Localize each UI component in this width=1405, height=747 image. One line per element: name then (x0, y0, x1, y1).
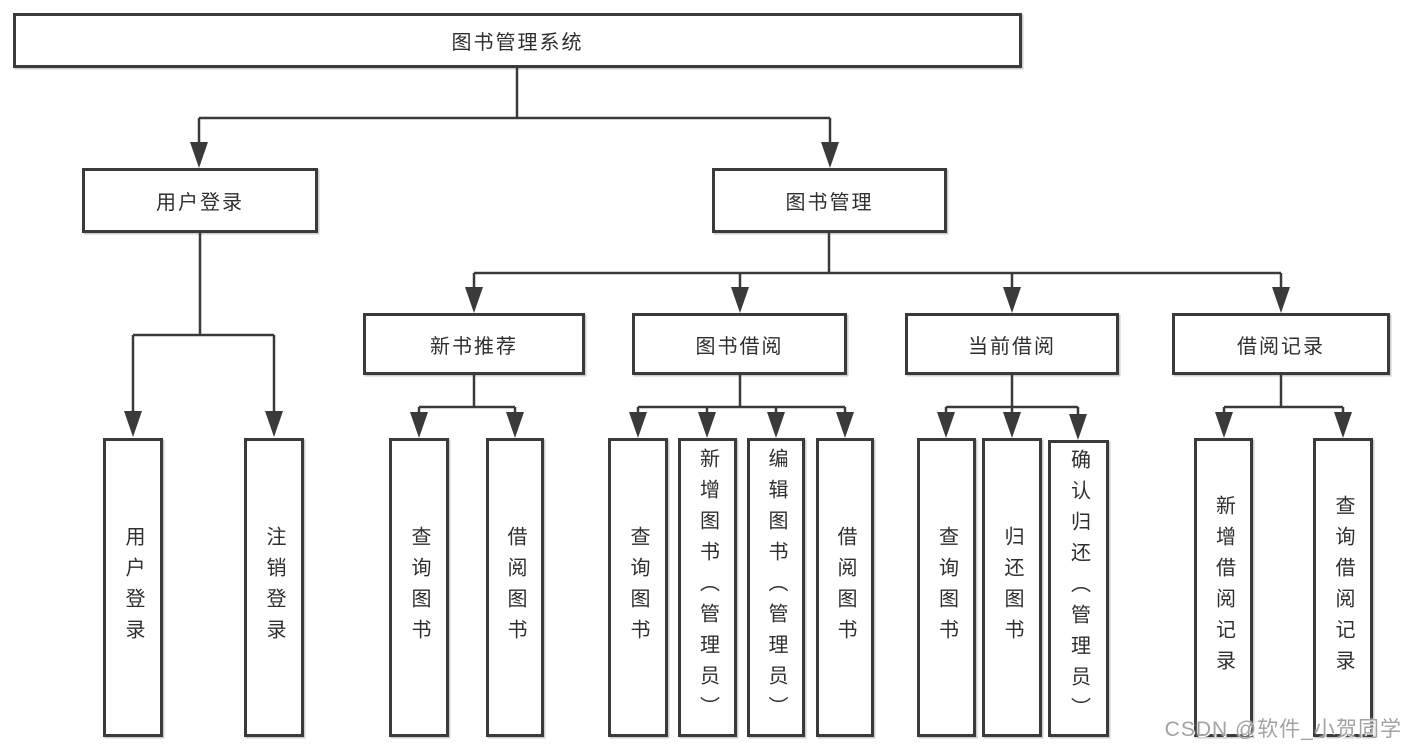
leaf-edit-books-admin: 编辑图书（管理员） (747, 438, 805, 737)
leaf-query-borrow-record: 查询借阅记录 (1313, 438, 1373, 737)
leaf-recommend-borrow-books: 借阅图书 (486, 438, 544, 737)
node-user-login: 用户登录 (82, 168, 318, 233)
node-current-borrowing-label: 当前借阅 (968, 335, 1056, 358)
node-library-system-label: 图书管理系统 (451, 32, 584, 54)
leaf-current-query-books: 查询图书 (917, 438, 976, 737)
node-library-system: 图书管理系统 (13, 13, 1022, 68)
leaf-query-borrow-record-label: 查询借阅记录 (1332, 494, 1354, 681)
leaf-borrowing-query-books: 查询图书 (608, 438, 668, 737)
leaf-recommend-borrow-books-label: 借阅图书 (504, 525, 526, 650)
node-current-borrowing: 当前借阅 (905, 313, 1119, 375)
arrowheads (124, 142, 1352, 440)
node-book-borrowing: 图书借阅 (632, 313, 847, 375)
leaf-return-books-label: 归还图书 (1001, 525, 1023, 650)
node-book-borrowing-label: 图书借阅 (695, 335, 784, 358)
leaf-confirm-return-admin: 确认归还（管理员） (1048, 440, 1109, 737)
leaf-add-books-admin-label: 新增图书（管理员） (696, 448, 719, 727)
leaf-user-login-label: 用户登录 (122, 525, 144, 650)
node-borrowing-records-label: 借阅记录 (1237, 335, 1325, 358)
node-book-management: 图书管理 (712, 168, 947, 233)
node-book-management-label: 图书管理 (785, 192, 874, 214)
leaf-confirm-return-admin-label: 确认归还（管理员） (1067, 449, 1090, 728)
leaf-edit-books-admin-label: 编辑图书（管理员） (765, 448, 787, 727)
leaf-recommend-query-books-label: 查询图书 (408, 525, 430, 650)
leaf-add-books-admin: 新增图书（管理员） (678, 438, 737, 737)
csdn-watermark: CSDN @软件_小贺同学 (1164, 718, 1402, 741)
node-new-book-recommendation: 新书推荐 (363, 313, 585, 375)
leaf-add-borrow-record-label: 新增借阅记录 (1212, 494, 1235, 681)
leaf-add-borrow-record: 新增借阅记录 (1194, 438, 1253, 737)
leaf-logout: 注销登录 (244, 438, 304, 737)
leaf-borrowing-query-books-label: 查询图书 (627, 525, 649, 650)
leaf-current-query-books-label: 查询图书 (935, 525, 958, 650)
leaf-logout-label: 注销登录 (263, 525, 285, 650)
leaf-user-login: 用户登录 (103, 438, 163, 737)
leaf-borrowing-borrow-books-label: 借阅图书 (834, 525, 856, 650)
node-new-book-recommendation-label: 新书推荐 (430, 335, 518, 358)
node-borrowing-records: 借阅记录 (1172, 313, 1390, 375)
leaf-recommend-query-books: 查询图书 (389, 438, 449, 737)
leaf-return-books: 归还图书 (982, 438, 1042, 737)
node-user-login-label: 用户登录 (156, 192, 244, 214)
leaf-borrowing-borrow-books: 借阅图书 (816, 438, 874, 737)
